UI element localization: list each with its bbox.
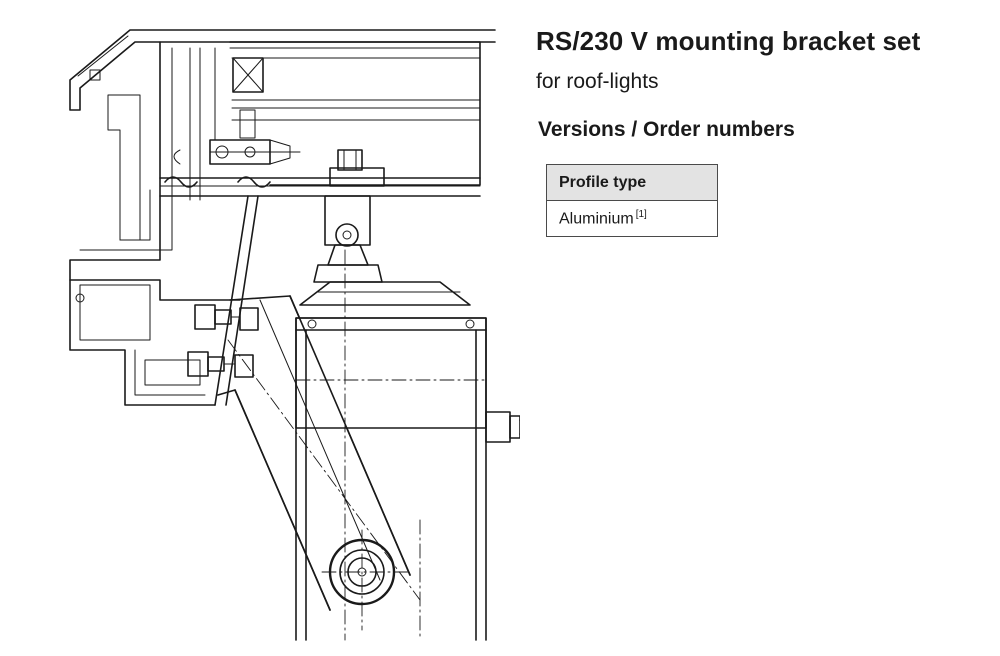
column-header-profile-type: Profile type xyxy=(546,164,718,201)
table-header-row: Profile type xyxy=(546,164,718,201)
document-title: RS/230 V mounting bracket set xyxy=(536,26,921,56)
cable-gland xyxy=(485,411,520,443)
profile-type-value: Aluminium xyxy=(559,210,634,228)
table-cell-profile: Aluminium[1] xyxy=(546,200,718,237)
pivot-joint xyxy=(321,519,421,641)
table-row: Aluminium[1] xyxy=(546,200,718,237)
top-clevis-hanger xyxy=(313,149,385,283)
section-heading: Versions / Order numbers xyxy=(538,118,795,141)
aluminium-frame-profile xyxy=(69,29,496,406)
drive-housing xyxy=(234,249,487,641)
bracket-assembly-drawing xyxy=(69,29,520,641)
footnote-reference: [1] xyxy=(635,208,647,220)
technical-drawing xyxy=(69,29,520,641)
bracket-bolts xyxy=(187,304,259,378)
order-numbers-table: Profile type Aluminium[1] xyxy=(546,164,718,237)
document-subtitle: for roof-lights xyxy=(536,70,659,93)
